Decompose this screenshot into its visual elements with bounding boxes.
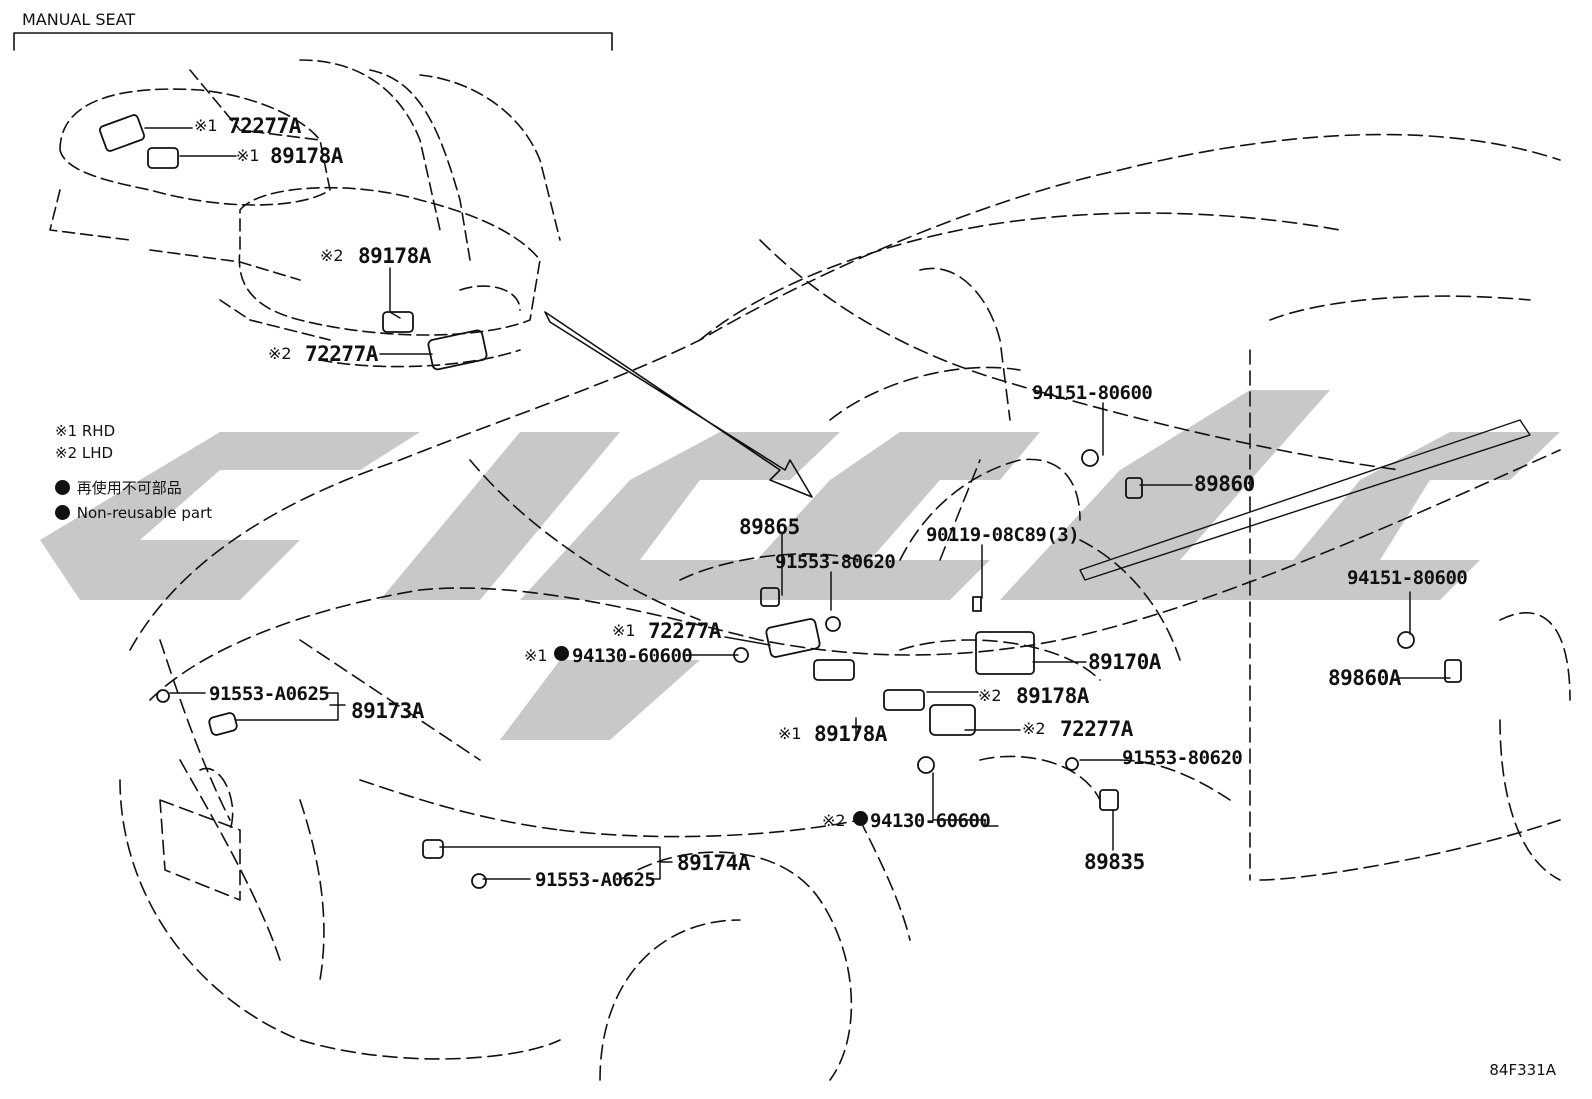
- non-reusable-dot-icon: [554, 646, 569, 661]
- mark-rhd: ※1: [524, 646, 548, 665]
- legend-rhd: ※1 RHD: [55, 422, 116, 440]
- mark-lhd: ※2: [1022, 719, 1046, 738]
- non-reusable-dot-icon: [853, 811, 868, 826]
- legend-non-reusable-jp-text: 再使用不可部品: [76, 479, 182, 497]
- mark-lhd: ※2: [268, 344, 292, 363]
- part-label[interactable]: 94130-60600: [572, 645, 693, 667]
- part-label[interactable]: 94130-60600: [870, 810, 991, 832]
- mark-lhd: ※2: [320, 246, 344, 265]
- part-label[interactable]: 89860A: [1328, 666, 1401, 690]
- mark-lhd: ※2: [822, 811, 846, 830]
- part-label[interactable]: 89178A: [270, 144, 343, 168]
- non-reusable-dot-icon: [55, 505, 70, 520]
- part-label[interactable]: 89174A: [677, 851, 750, 875]
- part-label[interactable]: 91553-80620: [775, 551, 896, 573]
- leader-lines: [144, 127, 1451, 880]
- part-label[interactable]: 90119-08C89(3): [926, 524, 1080, 546]
- part-label[interactable]: 89173A: [351, 699, 424, 723]
- manual-seat-bracket: [13, 32, 613, 51]
- part-label[interactable]: 89178A: [814, 722, 887, 746]
- part-label[interactable]: 89835: [1084, 850, 1145, 874]
- part-label[interactable]: 72277A: [228, 114, 301, 138]
- part-label[interactable]: 89178A: [358, 244, 431, 268]
- legend-lhd: ※2 LHD: [55, 444, 114, 462]
- part-label[interactable]: 91553-A0625: [209, 683, 330, 705]
- part-label[interactable]: 94151-80600: [1347, 567, 1468, 589]
- part-label[interactable]: 89178A: [1016, 684, 1089, 708]
- door-line: [1079, 419, 1531, 581]
- part-label[interactable]: 89860: [1194, 472, 1255, 496]
- non-reusable-dot-icon: [55, 480, 70, 495]
- legend-non-reusable-en: Non-reusable part: [55, 505, 212, 521]
- car-outline: [119, 133, 1571, 1081]
- inset-arrow: [544, 311, 813, 498]
- figure-code: 84F331A: [1489, 1061, 1556, 1079]
- part-label[interactable]: 89170A: [1088, 650, 1161, 674]
- part-label[interactable]: 72277A: [648, 619, 721, 643]
- part-label[interactable]: 89865: [739, 515, 800, 539]
- diagram-title: MANUAL SEAT: [22, 10, 136, 29]
- mark-rhd: ※1: [236, 146, 260, 165]
- part-label[interactable]: 94151-80600: [1032, 382, 1153, 404]
- inset-seat-outline: [49, 59, 561, 368]
- mark-lhd: ※2: [978, 686, 1002, 705]
- mark-rhd: ※1: [612, 621, 636, 640]
- watermark: [40, 390, 1560, 740]
- part-label[interactable]: 91553-80620: [1122, 747, 1243, 769]
- mark-rhd: ※1: [194, 116, 218, 135]
- part-label[interactable]: 72277A: [1060, 717, 1133, 741]
- mark-rhd: ※1: [778, 724, 802, 743]
- part-label[interactable]: 91553-A0625: [535, 869, 656, 891]
- part-icons: [98, 114, 1462, 889]
- part-label[interactable]: 72277A: [305, 342, 378, 366]
- legend-non-reusable-jp: 再使用不可部品: [55, 480, 182, 496]
- legend-non-reusable-en-text: Non-reusable part: [76, 504, 213, 522]
